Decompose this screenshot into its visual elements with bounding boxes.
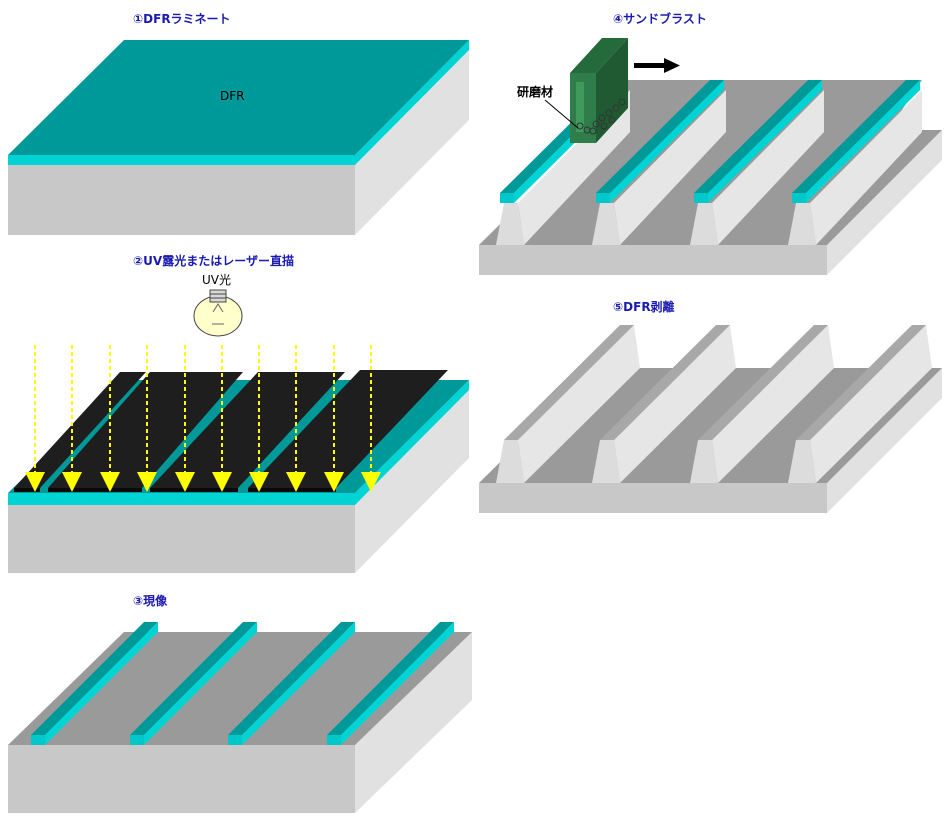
abrasive-label: 研磨材	[517, 84, 553, 99]
step1-dfr-top	[8, 40, 469, 155]
step1-substrate-side	[355, 50, 469, 235]
step3-dfr-strips	[31, 622, 454, 745]
step1-title: ①DFRラミネート	[133, 12, 231, 26]
step3-panel: ③現像	[8, 593, 472, 813]
step5-title: ⑤DFR剥離	[613, 299, 675, 314]
step3-title: ③現像	[133, 593, 168, 608]
step2-title: ②UV露光またはレーザー直描	[133, 253, 294, 268]
step4-base-front	[479, 245, 827, 275]
uv-light-label: UV光	[202, 273, 231, 287]
step5-panel: ⑤DFR剥離	[479, 299, 942, 513]
abrasive-leader-line	[544, 99, 579, 129]
uv-rays	[25, 345, 381, 492]
step2-dfr-front-edge	[8, 493, 355, 505]
abrasive-particles	[576, 98, 626, 135]
direction-arrow-icon	[634, 58, 680, 73]
step1-substrate-front	[8, 165, 355, 235]
step2-dfr-side-edge	[355, 380, 469, 505]
step4-base-side	[827, 130, 942, 275]
step1-dfr-front-edge	[8, 155, 355, 165]
step5-ribs	[496, 325, 932, 483]
step4-title: ④サンドブラスト	[613, 11, 707, 26]
step1-dfr-side-edge	[355, 40, 469, 165]
step2-substrate-side	[355, 390, 469, 573]
step1-panel: ①DFRラミネート DFR	[8, 12, 469, 235]
dfr-label: DFR	[220, 89, 244, 103]
light-bulb-icon	[193, 289, 243, 337]
step4-back-wall	[570, 80, 922, 140]
step5-base-front	[479, 483, 827, 513]
step3-substrate-side	[355, 632, 472, 813]
blast-nozzle	[570, 38, 628, 143]
step3-substrate-front	[8, 745, 355, 813]
step4-panel: ④サンドブラスト	[479, 11, 942, 275]
step2-panel: ②UV露光またはレーザー直描 UV光	[8, 253, 469, 573]
step2-substrate-front	[8, 505, 355, 573]
step5-base-side	[827, 368, 942, 513]
